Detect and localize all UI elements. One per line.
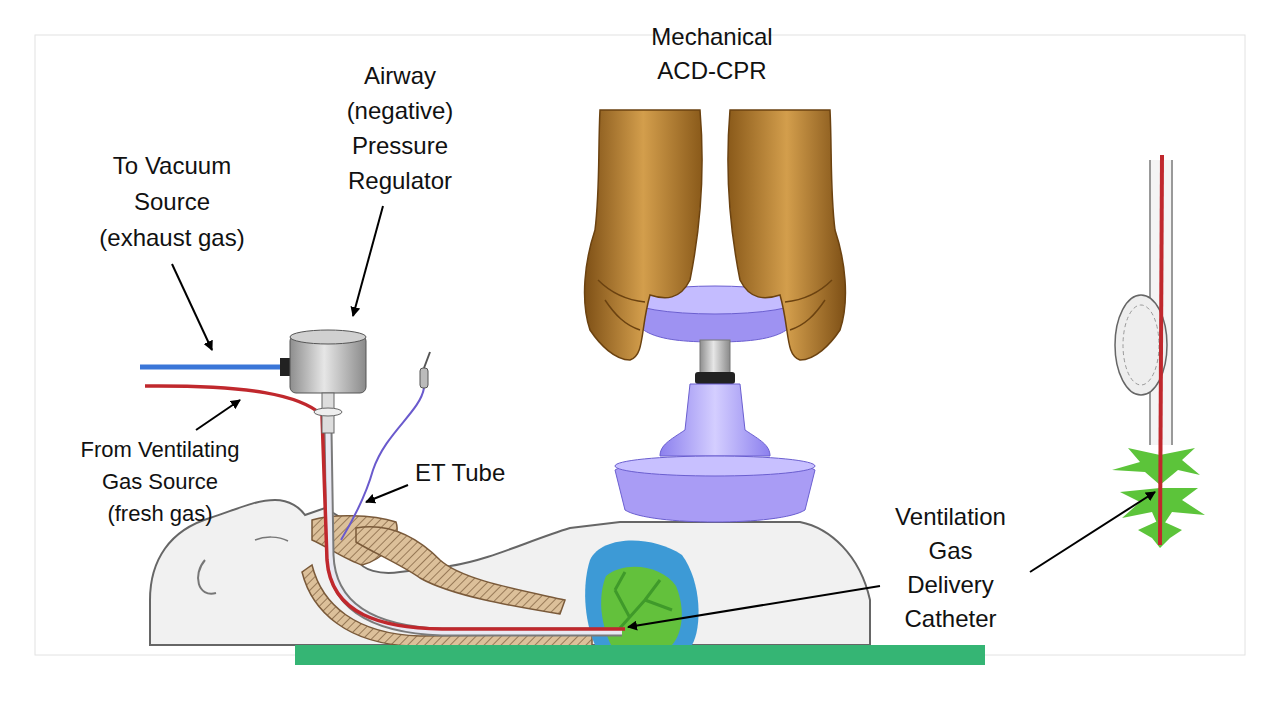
et-tube-lumen (328, 430, 622, 632)
device-bell (660, 384, 770, 456)
tube-flange (314, 408, 342, 416)
callout-label: ET Tube (415, 458, 535, 488)
leader-line (172, 264, 212, 350)
green-bar (295, 645, 985, 665)
hand-shape (728, 110, 845, 360)
leader-line (196, 400, 240, 430)
panel (35, 35, 1245, 655)
callout-label: Mechanical ACD-CPR (632, 20, 792, 88)
hand-shape (585, 110, 702, 360)
et-tube (328, 430, 622, 632)
inset-cuff-inner (1123, 305, 1159, 385)
callout-label: To Vacuum Source (exhaust gas) (92, 148, 252, 256)
leader-lines (172, 206, 1155, 627)
suction-cup-rim (615, 456, 815, 476)
pilot-valve (420, 368, 428, 388)
bronchi-cluster (1112, 448, 1200, 485)
callout-label: Airway (negative) Pressure Regulator (335, 58, 465, 198)
right-hand (728, 110, 845, 360)
finger-lines (785, 280, 832, 330)
device-ring (695, 372, 735, 384)
callout-label: From Ventilating Gas Source (fresh gas) (75, 434, 245, 530)
eye-line (255, 537, 288, 541)
fresh-gas-line (145, 386, 625, 629)
regulator-top (290, 330, 366, 344)
inset-catheter (1160, 155, 1162, 545)
ear-line (198, 560, 216, 594)
left-hand (585, 110, 702, 360)
leader-line (628, 586, 880, 627)
leader-line (353, 206, 383, 316)
device-stem (700, 340, 730, 374)
pilot-line (341, 388, 424, 540)
finger-lines (598, 280, 645, 330)
leader-line (366, 485, 408, 502)
vacuum-line (140, 365, 288, 370)
callout-label: Ventilation Gas Delivery Catheter (888, 500, 1013, 636)
bronchi (615, 572, 672, 628)
leader-line (1030, 492, 1155, 572)
pilot-tip (424, 352, 430, 368)
patient-outline (150, 500, 870, 645)
tongue-tissue (356, 527, 565, 614)
